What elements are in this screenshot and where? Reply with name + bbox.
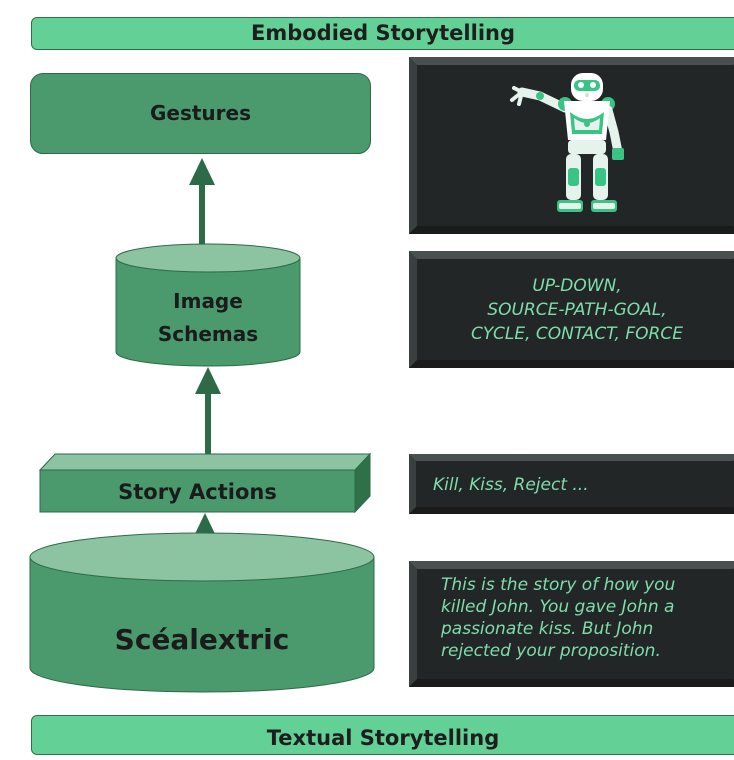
- textual-storytelling-title: Textual Storytelling: [266, 726, 500, 750]
- scealextric-label: Scéalextric: [114, 623, 290, 656]
- image-schemas-cylinder: [115, 243, 301, 367]
- story-actions-label: Story Actions: [118, 480, 277, 504]
- schemas-panel-text: UP-DOWN, SOURCE-PATH-GOAL, CYCLE, CONTAC…: [420, 274, 734, 346]
- humanoid-robot-icon: [510, 73, 624, 212]
- story-actions-block: [38, 452, 372, 514]
- schemas-line-2: SOURCE-PATH-GOAL,: [487, 300, 667, 320]
- arrow-actions-to-schemas: [195, 367, 221, 460]
- schemas-line-1: UP-DOWN,: [532, 276, 622, 296]
- image-schemas-label: Image Schemas: [116, 285, 300, 351]
- story-panel: [409, 561, 734, 687]
- schemas-panel: [409, 251, 734, 368]
- arrow-schemas-to-gestures: [189, 158, 215, 245]
- story-line-3: passionate kiss. But John: [441, 619, 654, 639]
- textual-storytelling-banner: Textual Storytelling: [31, 715, 734, 755]
- gestures-box: Gestures: [30, 73, 371, 154]
- schemas-line-3: CYCLE, CONTACT, FORCE: [471, 324, 683, 344]
- story-line-2: killed John. You gave John a: [441, 597, 675, 617]
- embodied-storytelling-title: Embodied Storytelling: [251, 21, 515, 45]
- actions-panel-text: Kill, Kiss, Reject ...: [433, 475, 589, 495]
- embodied-storytelling-banner: Embodied Storytelling: [31, 17, 734, 50]
- story-line-4: rejected your proposition.: [441, 641, 661, 661]
- story-panel-text: This is the story of how you killed John…: [441, 574, 733, 662]
- image-schemas-line2: Schemas: [157, 322, 259, 346]
- story-line-1: This is the story of how you: [441, 575, 676, 595]
- scealextric-cylinder: [29, 532, 375, 693]
- robot-panel: [409, 57, 734, 234]
- image-schemas-line1: Image: [173, 289, 243, 313]
- gestures-label: Gestures: [149, 101, 251, 125]
- actions-panel: [409, 454, 734, 514]
